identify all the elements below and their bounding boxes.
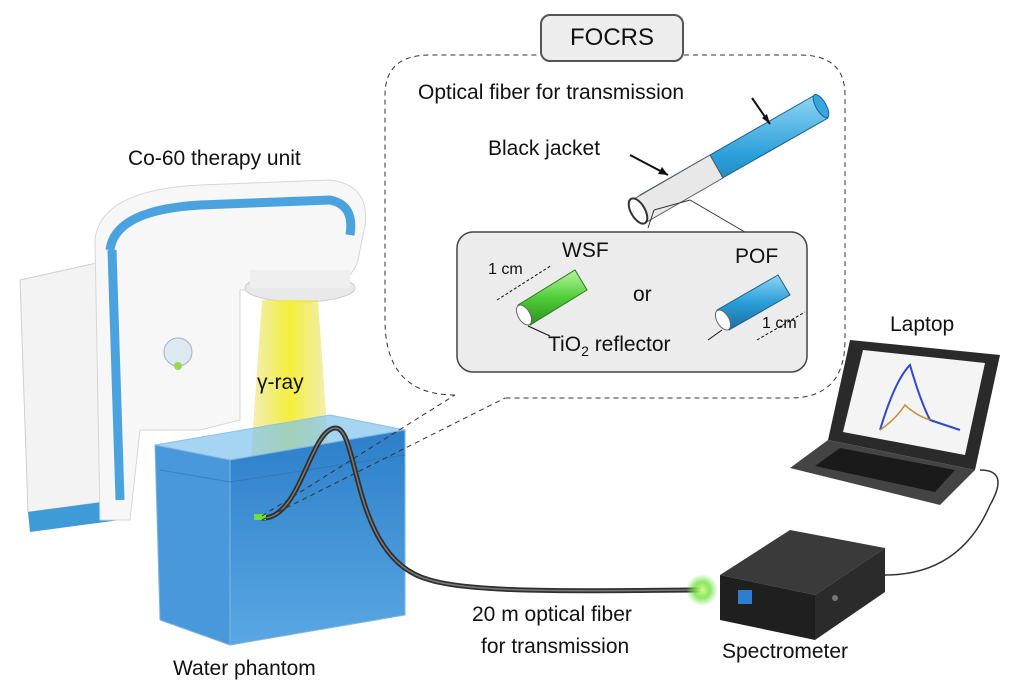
water-phantom	[154, 414, 406, 646]
reflector-pointer-right	[707, 329, 723, 341]
optical-fiber-cable-highlight	[261, 427, 701, 592]
focrs-title-box: FOCRS	[540, 14, 684, 62]
co60-label: Co-60 therapy unit	[128, 147, 301, 170]
fiber-glow	[686, 574, 718, 606]
reflector-pointer-left	[527, 325, 551, 337]
wsf-label: WSF	[562, 239, 609, 262]
black-jacket-arrow-head	[658, 167, 668, 175]
co60-therapy-unit	[19, 179, 367, 532]
optical-fiber-arrow-head	[762, 114, 770, 124]
wsf-dimension-line	[496, 264, 553, 301]
transmission-fiber-label-line2: for transmission	[481, 635, 630, 658]
laptop-label: Laptop	[890, 313, 955, 336]
wsf-fiber-drawing	[515, 269, 588, 326]
usb-cable	[884, 469, 999, 576]
gamma-ray-label: γ-ray	[257, 371, 304, 394]
callout-line-upper	[261, 394, 456, 517]
pof-length-label: 1 cm	[762, 315, 797, 332]
fiber-inset-box	[456, 231, 808, 373]
transmission-fiber-drawing	[627, 93, 830, 225]
sensor-tip	[254, 514, 266, 520]
focrs-callout-outline	[384, 54, 846, 399]
tio2-reflector-label: TiO2 reflector	[548, 334, 671, 358]
black-jacket-label: Black jacket	[488, 137, 601, 160]
inset-pointer	[647, 199, 751, 236]
spectrometer	[720, 530, 885, 640]
tio2-prefix: TiO	[548, 333, 582, 356]
focrs-title: FOCRS	[570, 24, 654, 51]
pof-fiber-drawing	[714, 274, 791, 331]
transmission-fiber-label-line1: 20 m optical fiber	[472, 603, 632, 626]
pof-dimension-line	[756, 311, 806, 341]
spectrometer-label: Spectrometer	[722, 640, 849, 663]
tio2-subscript: 2	[581, 343, 589, 360]
water-phantom-label: Water phantom	[173, 657, 316, 680]
optical-fiber-label: Optical fiber for transmission	[418, 81, 685, 104]
pof-label: POF	[735, 245, 779, 268]
or-label: or	[633, 283, 652, 306]
laptop	[790, 340, 1000, 505]
tio2-suffix: reflector	[588, 333, 671, 356]
callout-line-lower	[261, 397, 506, 521]
wsf-length-label: 1 cm	[488, 261, 523, 278]
